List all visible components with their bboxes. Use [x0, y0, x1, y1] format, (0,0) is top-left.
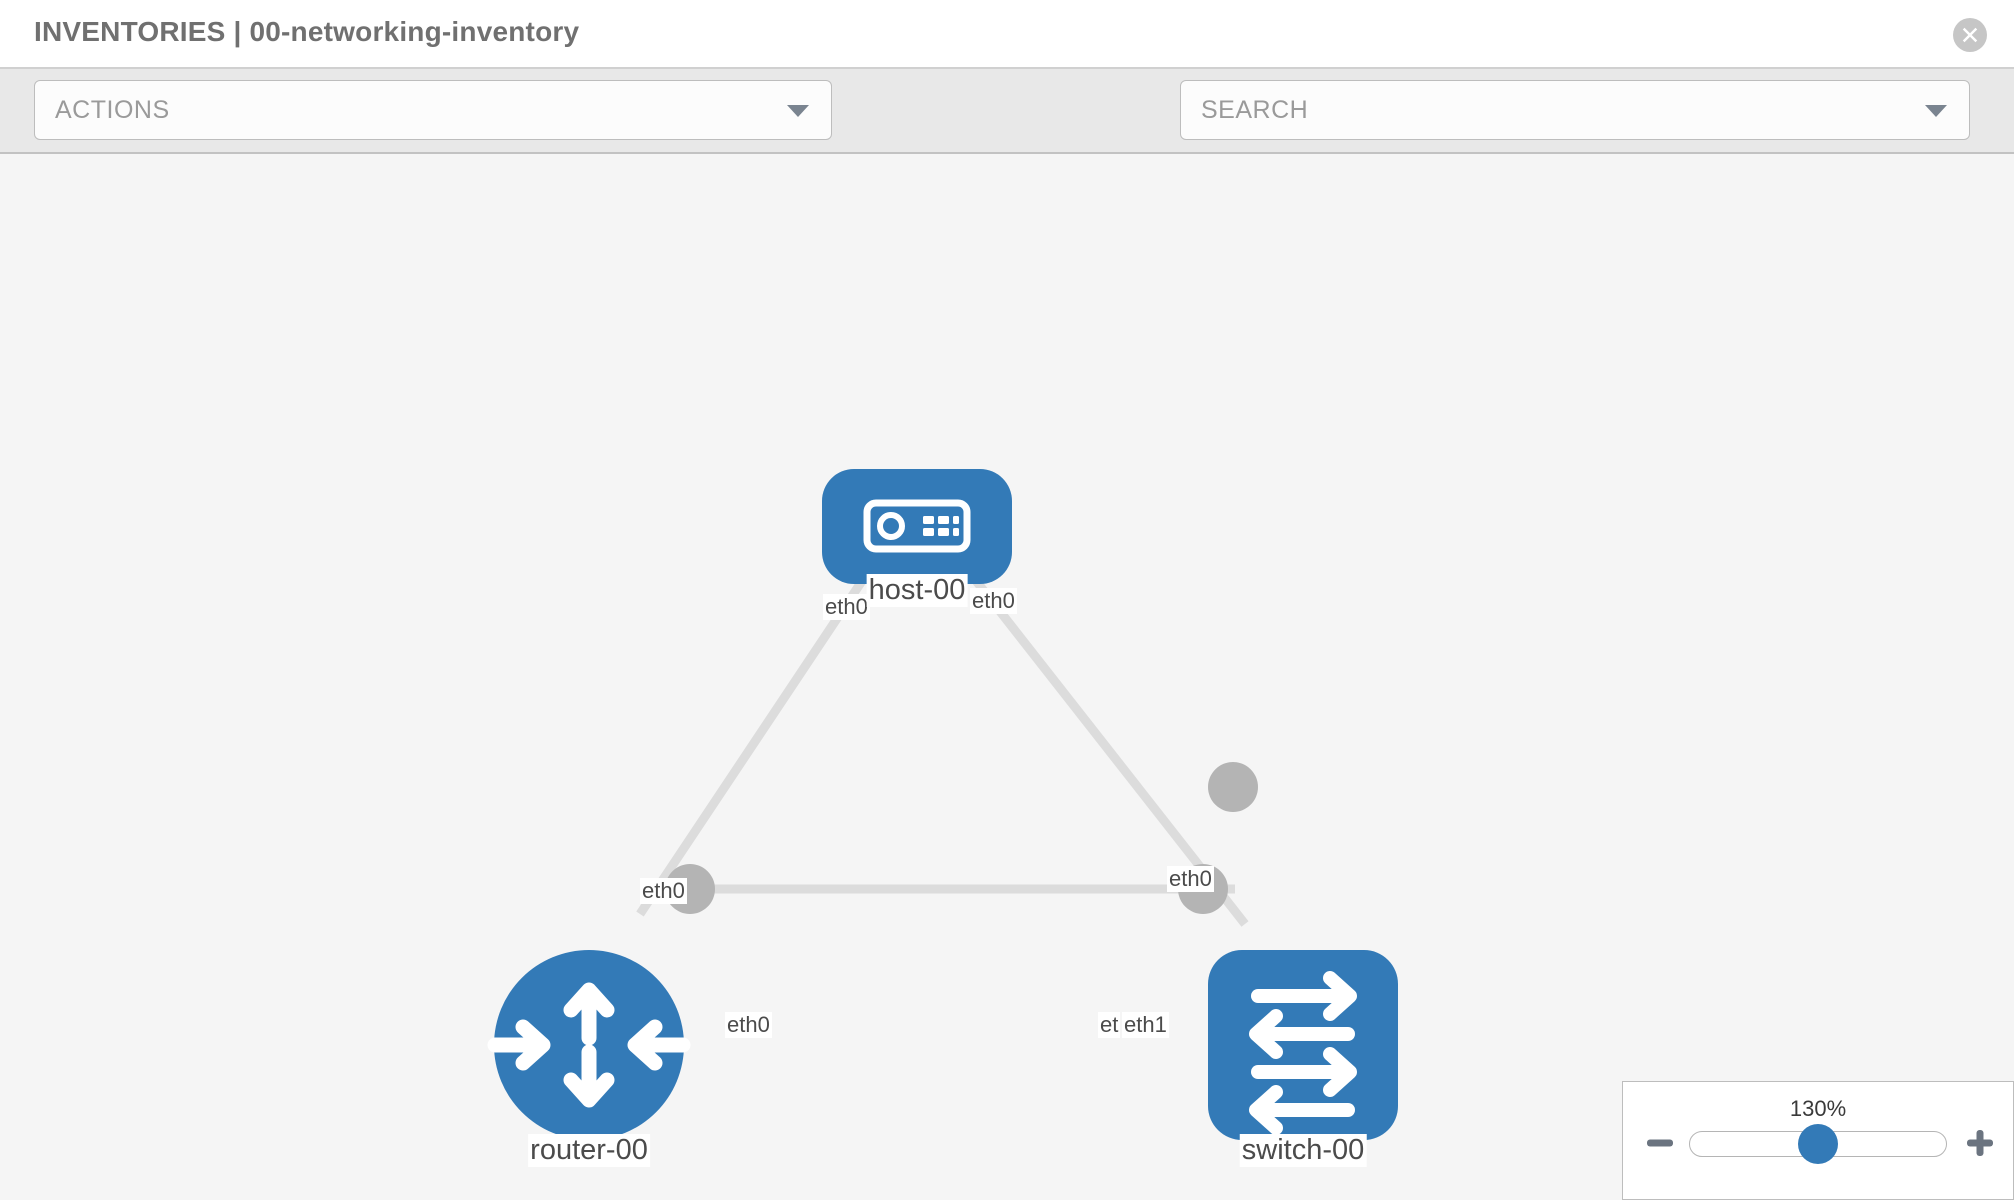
edge-label-switch00-uplink: eth0 — [1167, 866, 1214, 892]
search-input[interactable]: SEARCH — [1180, 80, 1970, 140]
node-host-00 — [822, 469, 1012, 584]
edge-label-router00-eth0: eth0 — [725, 1012, 772, 1038]
node-switch-00 — [1208, 950, 1398, 1140]
node-router-00 — [487, 950, 691, 1140]
edge-label-router00-uplink: eth0 — [640, 878, 687, 904]
port-switch00-top — [1208, 762, 1258, 812]
actions-dropdown[interactable]: ACTIONS — [34, 80, 832, 140]
plus-icon[interactable] — [1965, 1128, 1995, 1158]
zoom-slider-thumb[interactable] — [1798, 1124, 1838, 1164]
topology-links — [636, 551, 1249, 927]
toolbar: ACTIONS SEARCH — [0, 69, 2014, 196]
chevron-down-icon[interactable] — [1925, 105, 1947, 117]
node-label-host-00: host-00 — [866, 574, 968, 607]
chevron-down-icon — [787, 105, 809, 117]
zoom-level-label: 130% — [1789, 1096, 1847, 1121]
zoom-control-panel: 130% — [1622, 1081, 2014, 1200]
search-placeholder: SEARCH — [1201, 96, 1309, 124]
close-icon[interactable] — [1953, 18, 1987, 52]
actions-dropdown-label: ACTIONS — [55, 96, 170, 124]
node-label-router-00: router-00 — [528, 1134, 650, 1167]
node-label-switch-00: switch-00 — [1239, 1134, 1367, 1167]
edge-label-switch00-partial: et — [1098, 1012, 1121, 1038]
minus-icon[interactable] — [1645, 1128, 1675, 1158]
edge-label-host00-left: eth0 — [823, 594, 870, 620]
window-header: INVENTORIES | 00-networking-inventory — [0, 0, 2014, 69]
topology-graph — [487, 469, 1398, 1140]
edge-label-switch00-eth1: eth1 — [1122, 1012, 1169, 1038]
topology-canvas[interactable]: eth0 eth0 eth0 eth0 eth0 et eth1 host-00… — [0, 154, 2014, 1200]
edge-label-host00-right: eth0 — [970, 588, 1017, 614]
link-host00-switch00 — [951, 551, 1249, 927]
page-title: INVENTORIES | 00-networking-inventory — [34, 16, 580, 47]
